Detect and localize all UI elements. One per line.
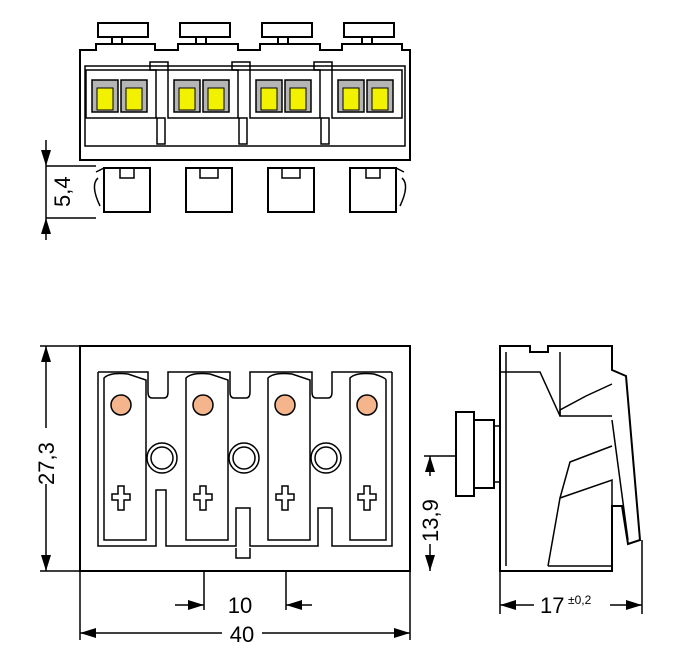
dim-top-offset: 5,4: [41, 140, 96, 240]
front-housing: [79, 345, 411, 572]
contact-pair-2: [173, 79, 230, 113]
test-slots: [111, 485, 377, 511]
mounting-holes: [146, 442, 342, 474]
dim-label-height: 27,3: [34, 442, 59, 485]
dim-label-depth-tolerance: ±0,2: [568, 593, 592, 607]
dim-label-depth: 17: [540, 593, 564, 618]
top-view: 5,4: [41, 22, 411, 240]
top-housing: [79, 43, 411, 161]
release-indicator-icon: [110, 394, 378, 416]
contact-pair-3: [255, 79, 312, 113]
dim-pitch: 10: [175, 571, 312, 618]
dim-width: 40: [79, 571, 411, 647]
top-view-feet: [93, 167, 407, 213]
dim-mount-height: 13,9: [416, 455, 456, 571]
contact-pair-4: [337, 79, 394, 113]
front-view: 27,3 10 40: [32, 345, 411, 647]
side-mounting-foot: [455, 411, 501, 497]
contact-openings: [91, 79, 394, 113]
dim-label-width: 40: [230, 622, 254, 647]
side-view: 13,9 17 ±0,2: [416, 345, 643, 618]
dim-label-pitch: 10: [228, 593, 252, 618]
dim-depth: 17 ±0,2: [499, 540, 643, 618]
dim-label-top-offset: 5,4: [50, 176, 75, 207]
contact-pair-1: [91, 79, 148, 113]
front-channels: [97, 372, 393, 547]
dim-height: 27,3: [32, 345, 80, 572]
dim-label-mount-height: 13,9: [418, 499, 443, 542]
side-housing: [499, 345, 642, 572]
